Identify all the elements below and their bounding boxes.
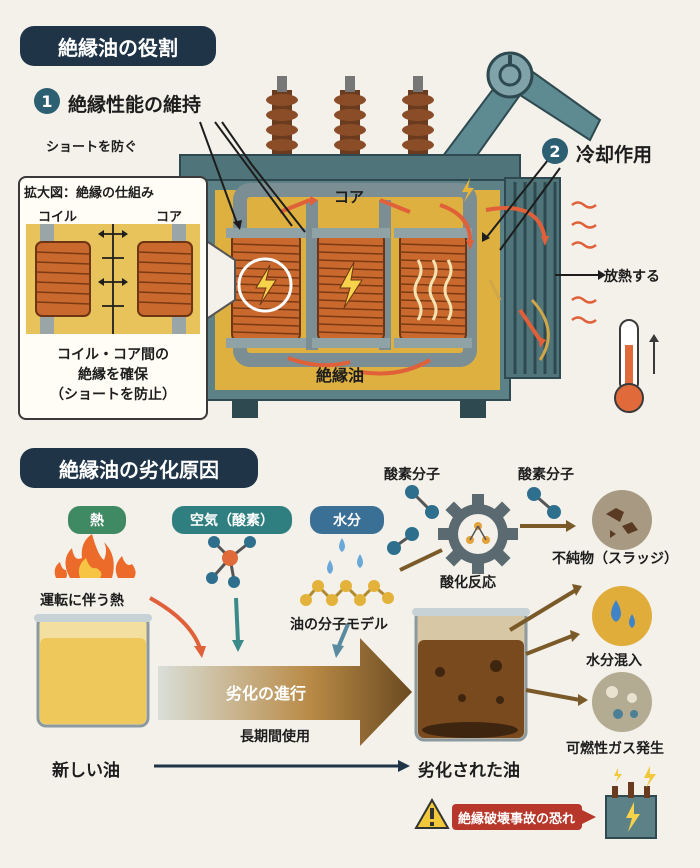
long-use-label: 長期間使用 <box>240 729 310 745</box>
oxidation-label: 酸化反応 <box>440 575 496 591</box>
progress-label: 劣化の進行 <box>226 684 307 703</box>
bushing-2 <box>334 76 366 160</box>
result-sludge-label: 不純物（スラッジ） <box>552 551 678 567</box>
zoom-caption-2: 絶縁を確保 <box>78 367 148 383</box>
zoom-core-label: コア <box>156 210 183 225</box>
progress-arrow <box>158 638 412 746</box>
water-drop-icons <box>327 538 363 574</box>
tank-lid <box>179 154 521 182</box>
coil-winding <box>399 291 467 295</box>
degraded-oil-beaker <box>412 608 530 742</box>
bushing-1 <box>266 76 298 160</box>
zoom-coil-label: コイル <box>38 210 78 225</box>
coil-winding <box>231 331 301 335</box>
coil-winding <box>399 267 467 271</box>
thermometer-icon <box>614 319 659 413</box>
coil-winding <box>317 315 385 319</box>
tag-air: 空気（酸素） <box>172 506 292 534</box>
water-mix-icon <box>592 586 652 646</box>
coil-winding <box>231 307 301 311</box>
coil-winding <box>317 243 385 247</box>
coil-winding <box>399 243 467 247</box>
new-oil-beaker <box>34 614 152 728</box>
coil-winding <box>231 259 301 263</box>
coil-winding <box>231 251 301 255</box>
heat-label: 放熱する <box>604 269 660 285</box>
spark-circle <box>237 257 293 313</box>
zoom-illustration <box>26 224 200 334</box>
coil-heat-lines <box>413 259 453 321</box>
lightning-icon <box>255 264 277 306</box>
gas-bubble-icon <box>592 672 652 732</box>
coil-winding <box>317 251 385 255</box>
flame-icons <box>54 534 136 578</box>
result-water-label: 水分混入 <box>586 653 642 669</box>
oil-label: 絶縁油 <box>316 366 365 385</box>
result-gas-label: 可燃性ガス発生 <box>566 741 664 757</box>
oxygen-label-2: 酸素分子 <box>518 467 574 483</box>
oxygen-label-1: 酸素分子 <box>384 467 440 483</box>
tag-water: 水分 <box>310 506 384 534</box>
gear-icon <box>438 494 518 574</box>
coil-winding <box>317 331 385 335</box>
zoom-panel: 拡大図：絶縁の仕組み コイル コア コイル・コア間の 絶縁を確保 （ショートを防… <box>18 176 208 420</box>
coil-winding <box>231 315 301 319</box>
coil-winding <box>231 323 301 327</box>
item1-label: 絶縁性能の維持 <box>68 94 202 116</box>
warning-label: 絶縁破壊事故の恐れ <box>458 812 576 827</box>
conservator-dial <box>486 51 534 99</box>
coil-winding <box>317 323 385 327</box>
warning-icon <box>414 797 450 829</box>
coil-winding <box>317 307 385 311</box>
core-label: コア <box>334 188 365 206</box>
section2-title: 絶縁油の劣化原因 <box>20 448 258 488</box>
bushing-3 <box>402 76 434 160</box>
failed-transformer-icon <box>605 766 657 839</box>
coil-winding <box>399 307 467 311</box>
coil-winding <box>317 259 385 263</box>
coil-winding <box>399 323 467 327</box>
coil-winding <box>231 243 301 247</box>
warning-banner <box>452 804 582 830</box>
short-note: ショートを防ぐ <box>46 140 138 155</box>
oil-model-label: 油の分子モデル <box>290 617 388 633</box>
sludge-icon <box>592 490 652 550</box>
item2-label: 冷却作用 <box>576 144 653 166</box>
item1-number: 1 <box>34 88 60 114</box>
section1-title: 絶縁油の役割 <box>20 26 216 66</box>
new-oil-label: 新しい油 <box>52 761 120 781</box>
item2-number: 2 <box>542 138 568 164</box>
transformer-illustration <box>179 51 659 418</box>
zoom-caption-3: （ショートを防止） <box>50 387 176 403</box>
radiator <box>504 177 561 379</box>
zoom-title: 拡大図：絶縁の仕組み <box>24 186 155 201</box>
pointer-lines <box>199 121 598 276</box>
degraded-oil-label: 劣化された油 <box>418 761 520 781</box>
heat-waves <box>571 201 597 324</box>
zoom-caption-1: コイル・コア間の <box>57 347 169 363</box>
coil-winding <box>399 283 467 287</box>
tag-heat: 熱 <box>68 506 126 534</box>
degradation-illustration <box>34 485 657 839</box>
coil-winding <box>399 251 467 255</box>
lightning-icon-2 <box>339 261 363 309</box>
coil-winding <box>317 299 385 303</box>
coil-winding <box>399 331 467 335</box>
heat-caption: 運転に伴う熱 <box>40 593 124 609</box>
